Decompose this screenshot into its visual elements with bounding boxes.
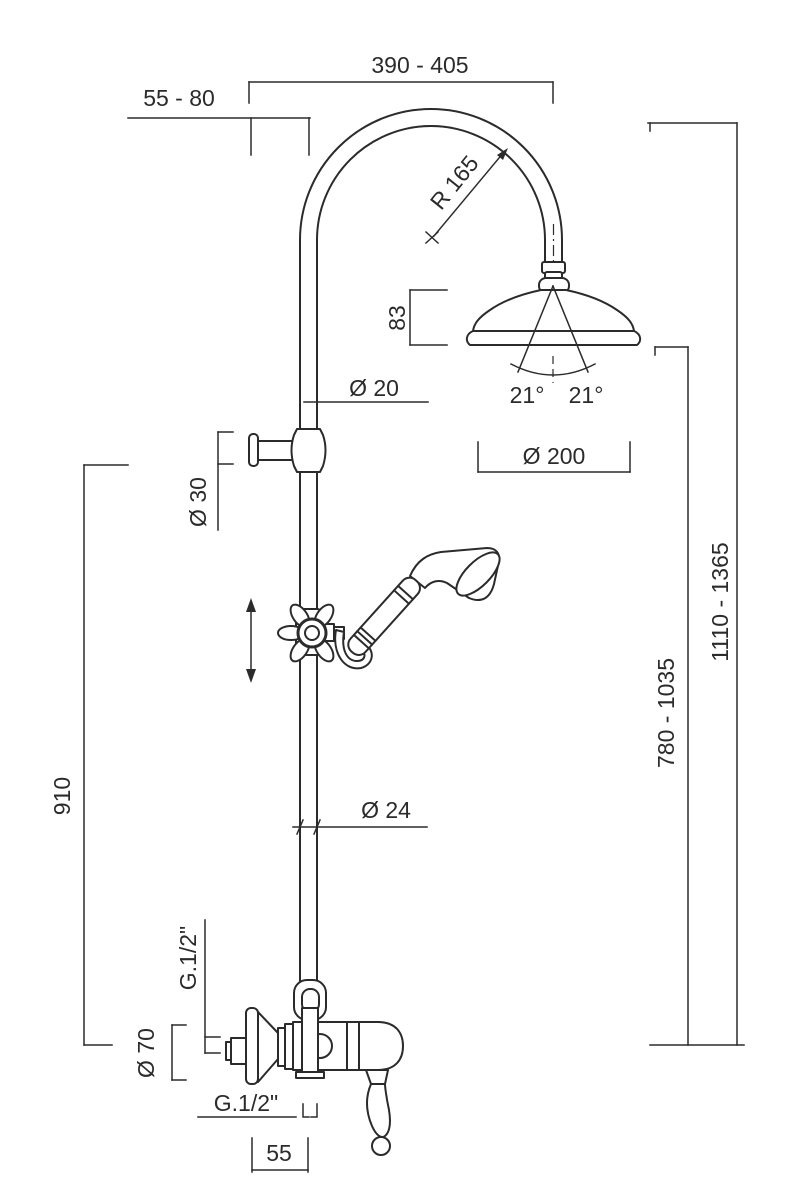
wall-bracket-flange — [248, 433, 259, 467]
dim-flange-diameter: Ø 70 — [133, 1024, 187, 1081]
dim-column-height: 910 — [49, 464, 129, 1046]
dim-top-width-label: 390 - 405 — [371, 52, 468, 78]
dim-column-height-label: 910 — [49, 777, 75, 815]
dim-outlet-offset-label: 55 — [266, 1140, 292, 1166]
dim-inlet-thread-label: G.1/2" — [214, 1090, 278, 1116]
dim-spray-angle-right-label: 21° — [569, 382, 604, 408]
dim-riser-diameter: Ø 20 — [303, 375, 429, 403]
dim-bracket-diameter-label: Ø 30 — [185, 477, 211, 527]
dim-inlet-thread: G.1/2" — [197, 1090, 318, 1118]
dim-riser-diameter-label: Ø 20 — [349, 375, 399, 401]
dim-spray-angles: 21° 21° — [510, 382, 604, 408]
dim-column-diameter: Ø 24 — [292, 797, 428, 835]
wall-bracket-arm — [257, 440, 295, 461]
dim-head-diameter-label: Ø 200 — [523, 443, 586, 469]
dim-flange-diameter-label: Ø 70 — [133, 1028, 159, 1078]
dim-spray-angle-left-label: 21° — [510, 382, 545, 408]
wall-bracket-collar — [290, 428, 327, 473]
hand-shower — [347, 547, 501, 656]
dim-bend-radius: R 165 — [425, 148, 508, 245]
dim-head-height: 83 — [384, 289, 448, 346]
dim-head-diameter: Ø 200 — [477, 441, 631, 473]
dim-outlet-offset: 55 — [251, 1137, 309, 1173]
dim-bend-radius-label: R 165 — [425, 150, 484, 214]
escutcheon-cone — [257, 1011, 279, 1083]
dim-top-thread-label: G.1/2" — [175, 926, 201, 990]
dim-head-to-outlet-label: 780 - 1035 — [653, 658, 679, 768]
dim-overall-height-label: 1110 - 1365 — [707, 542, 733, 661]
wall-flange — [245, 1007, 259, 1085]
dim-head-height-label: 83 — [384, 305, 410, 331]
dim-bracket-diameter: Ø 30 — [185, 431, 234, 531]
hand-shower-handle — [347, 576, 421, 656]
dim-wall-offset-label: 55 - 80 — [143, 85, 215, 111]
spray-cone — [509, 285, 597, 383]
cross-knob — [277, 603, 335, 663]
lever-handle — [365, 1069, 391, 1156]
dim-top-width: 390 - 405 — [248, 52, 554, 104]
dim-column-diameter-label: Ø 24 — [361, 797, 411, 823]
mixer-valve — [225, 979, 404, 1156]
shower-column-pipe — [299, 108, 563, 986]
wall-bracket — [248, 428, 327, 473]
dim-wall-offset: 55 - 80 — [127, 85, 311, 156]
dim-head-to-outlet: 780 - 1035 — [653, 346, 689, 1046]
dim-overall-height: 1110 - 1365 — [647, 122, 745, 1046]
overhead-shower-head — [465, 289, 642, 346]
dim-top-thread: G.1/2" — [175, 919, 221, 1054]
hand-shower-slider — [277, 603, 373, 670]
strap-foot — [295, 1071, 325, 1079]
height-adjust-arrow — [246, 598, 256, 683]
offset-link-strap — [301, 1007, 319, 1075]
inlet-nipple — [230, 1037, 248, 1065]
hand-shower-face — [455, 551, 501, 597]
